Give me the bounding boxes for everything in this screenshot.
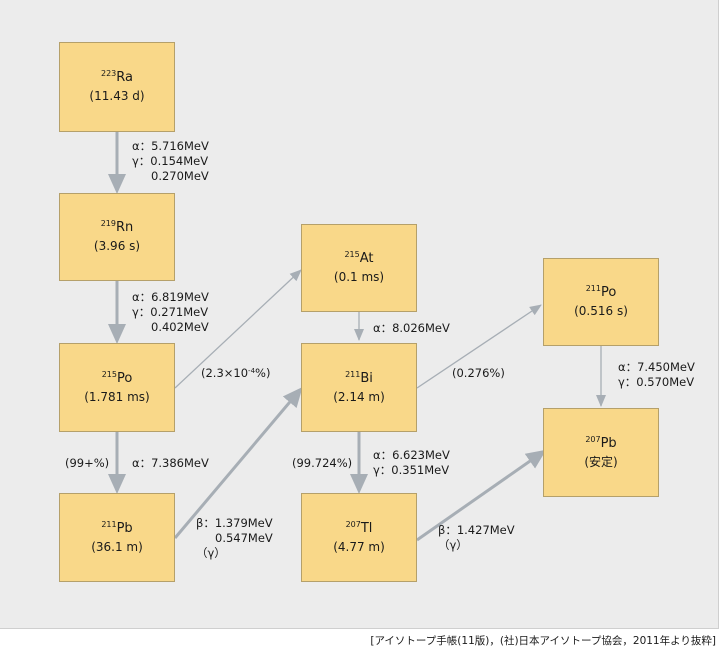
half-life: (1.781 ms) (84, 389, 150, 404)
nuclide-pb211: 211Pb (36.1 m) (59, 493, 175, 582)
nuclide-at215: 215At (0.1 ms) (301, 224, 417, 312)
half-life: (3.96 s) (93, 239, 141, 253)
arrow-pb-bi (173, 386, 303, 539)
branch-po-at: (2.3×10-4%) (201, 366, 271, 380)
half-life: (0.1 ms) (333, 270, 385, 284)
nuclide-symbol: 215At (344, 250, 374, 267)
half-life: (4.77 m) (333, 539, 385, 554)
arrow-tl-pb (416, 449, 547, 542)
branch-bi-po: (0.276%) (452, 366, 505, 380)
alpha-energy-po-pb: α：7.386MeV (132, 456, 209, 470)
alpha-energy: α：6.623MeV (373, 448, 450, 462)
arrow-po-at (174, 269, 302, 389)
nuclide-symbol: 223Ra (101, 69, 133, 86)
nuclide-rn219: 219Rn (3.96 s) (59, 193, 175, 281)
decay-label-bi-tl: α：6.623MeV γ：0.351MeV (373, 448, 450, 478)
decay-label-po-pbstable: α：7.450MeV γ：0.570MeV (618, 360, 695, 390)
nuclide-po211: 211Po (0.516 s) (543, 258, 659, 346)
decay-label-pb-bi: β：1.379MeV 0.547MeV （γ） (196, 516, 273, 561)
gamma-energy-2: 0.402MeV (151, 320, 209, 334)
gamma-energy: γ：0.351MeV (373, 463, 450, 477)
half-life: (11.43 d) (89, 89, 145, 103)
nuclide-symbol: 207Pb (585, 434, 617, 451)
source-citation: [アイソトープ手帳(11版)，(社)日本アイソトープ協会，2011年より抜粋] (370, 635, 716, 647)
nuclide-pb207: 207Pb (安定) (543, 408, 659, 497)
nuclide-ra223: 223Ra (11.43 d) (59, 42, 175, 132)
gamma-energy: γ：0.570MeV (618, 375, 695, 389)
nuclide-po215: 215Po (1.781 ms) (59, 343, 175, 432)
decay-arrows (108, 132, 606, 542)
nuclide-symbol: 215Po (101, 369, 133, 386)
nuclide-bi211: 211Bi (2.14 m) (301, 343, 417, 432)
gamma-note: （γ） (196, 546, 226, 560)
alpha-energy-at-bi: α：8.026MeV (373, 321, 450, 335)
nuclide-tl207: 207Tl (4.77 m) (301, 493, 417, 582)
gamma-energy: γ：0.154MeV (132, 154, 209, 168)
arrow-bi-po (416, 304, 542, 389)
half-life: (36.1 m) (91, 539, 143, 554)
branch-bi-tl: (99.724%) (292, 456, 353, 470)
beta-energy: β：1.379MeV (196, 516, 273, 530)
half-life: (安定) (584, 454, 618, 469)
decay-label-tl-pb: β：1.427MeV （γ） (438, 523, 515, 553)
nuclide-symbol: 211Pb (101, 519, 133, 536)
decay-label-rn-po: α：6.819MeV γ：0.271MeV 0.402MeV (132, 290, 209, 335)
gamma-energy: γ：0.271MeV (132, 305, 209, 319)
nuclide-symbol: 211Po (585, 284, 617, 301)
beta-energy-2: 0.547MeV (215, 531, 273, 545)
nuclide-symbol: 211Bi (345, 369, 373, 386)
alpha-energy: α：5.716MeV (132, 139, 209, 153)
half-life: (2.14 m) (333, 389, 385, 404)
half-life: (0.516 s) (574, 304, 628, 318)
decay-label-ra-rn: α：5.716MeV γ：0.154MeV 0.270MeV (132, 139, 209, 184)
gamma-energy-2: 0.270MeV (151, 169, 209, 183)
nuclide-symbol: 207Tl (345, 519, 373, 536)
nuclide-symbol: 219Rn (100, 219, 134, 236)
branch-po-pb: (99+%) (65, 456, 110, 470)
beta-energy: β：1.427MeV (438, 523, 515, 537)
gamma-note: （γ） (438, 538, 468, 552)
alpha-energy: α：7.450MeV (618, 360, 695, 374)
alpha-energy: α：6.819MeV (132, 290, 209, 304)
